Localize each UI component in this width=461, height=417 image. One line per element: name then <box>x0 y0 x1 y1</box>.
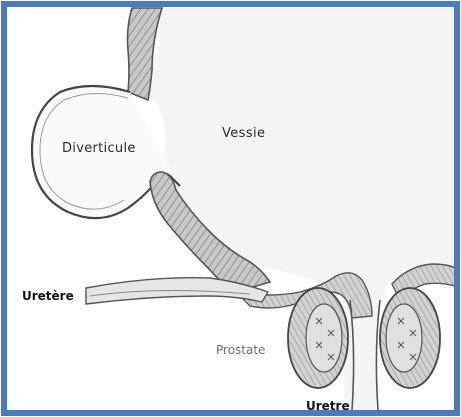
label-prostate: Prostate <box>216 343 265 357</box>
prostate-right-lobe <box>380 288 440 388</box>
label-uretere: Uretère <box>22 289 74 303</box>
label-vessie: Vessie <box>222 126 265 141</box>
label-diverticule: Diverticule <box>62 141 136 156</box>
prostate-left-lobe <box>288 288 348 388</box>
